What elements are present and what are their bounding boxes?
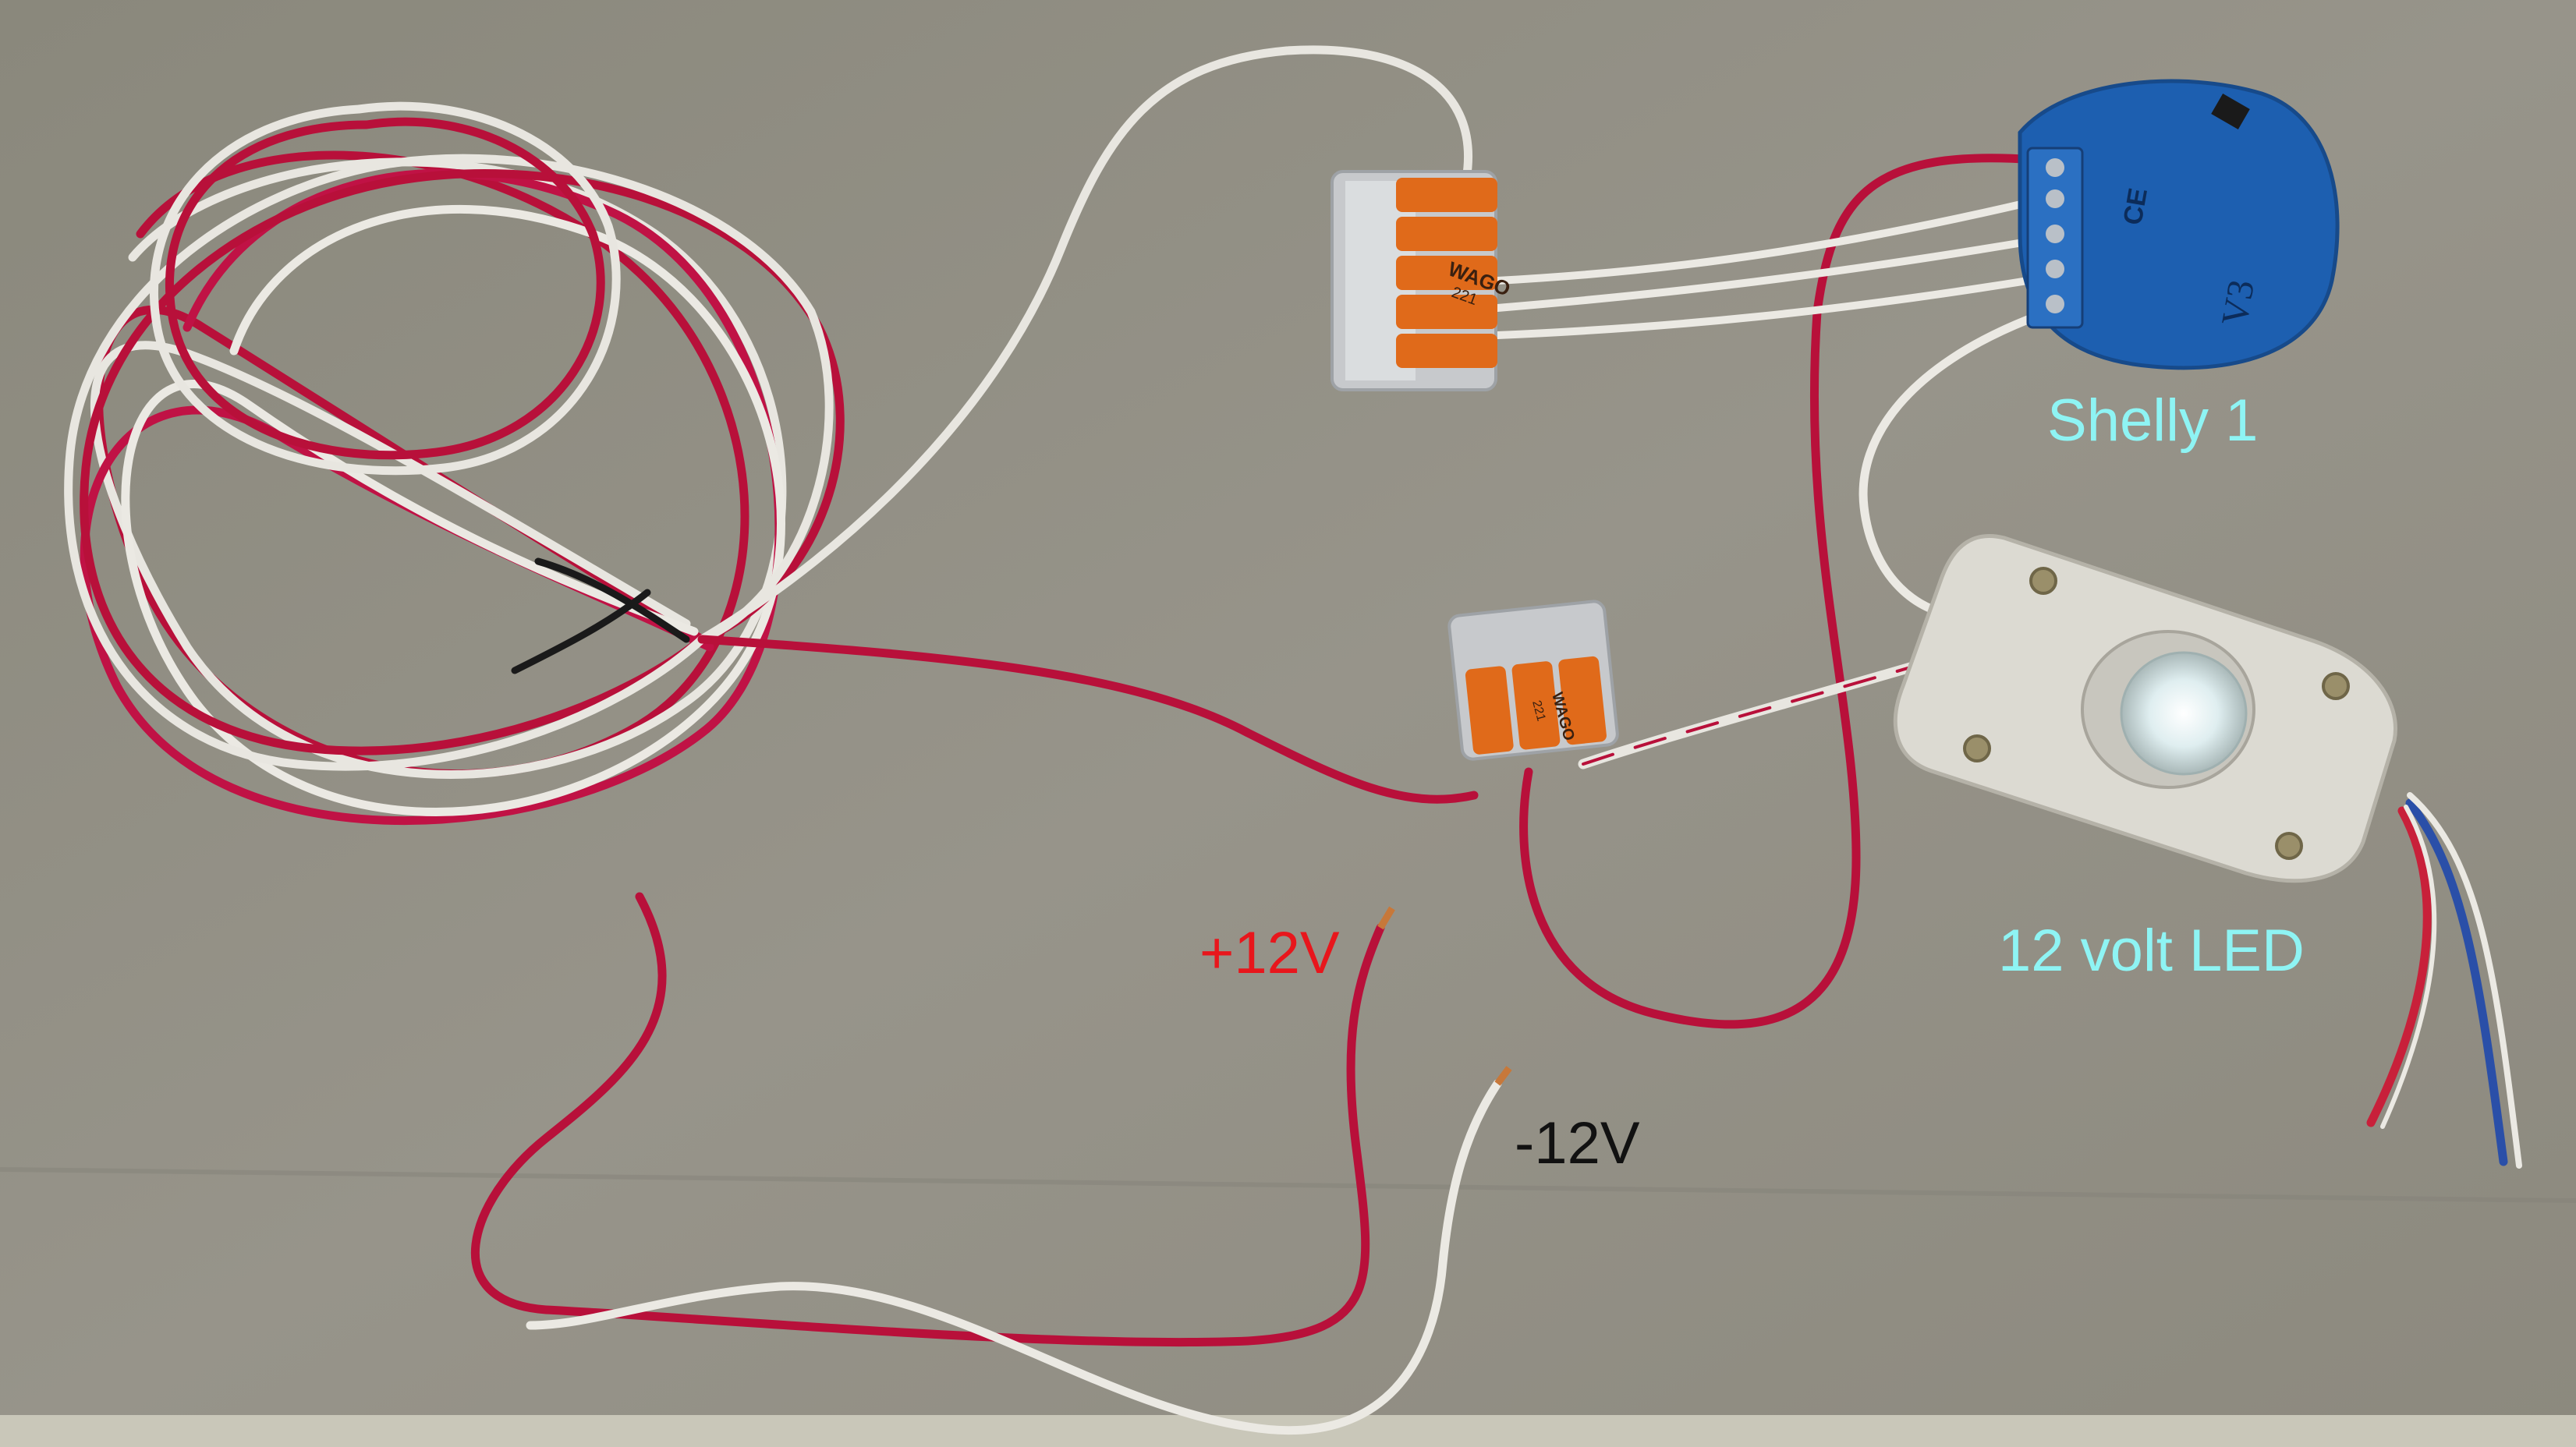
minus-12v-label: -12V bbox=[1515, 1110, 1640, 1176]
led-module bbox=[1893, 533, 2397, 883]
shelly-1-relay: CE V3 bbox=[2018, 79, 2340, 370]
shelly-version-mark: V3 bbox=[2214, 277, 2262, 329]
red-wire-to-mid-wago bbox=[697, 635, 1479, 804]
red-loop-wire bbox=[1519, 154, 2040, 1029]
minus-12v-white-wire bbox=[526, 1079, 1502, 1435]
minus-12v-copper-tip bbox=[1494, 1066, 1512, 1086]
plus-12v-label: +12V bbox=[1199, 920, 1340, 986]
plus-12v-copper-tip bbox=[1377, 906, 1395, 930]
wago-3-way-connector: WAGO 221 bbox=[1447, 600, 1619, 761]
led-tail-wires bbox=[2366, 792, 2522, 1169]
wago-to-shelly-wires bbox=[1494, 199, 2032, 339]
shelly-label: Shelly 1 bbox=[2047, 387, 2258, 454]
cardboard-crease bbox=[0, 1167, 2576, 1203]
plus-12v-red-wire bbox=[470, 892, 1385, 1347]
wago-mid-model: 221 bbox=[1529, 699, 1547, 723]
coiled-cable-bundle bbox=[64, 101, 845, 826]
wago-5-way-connector: WAGO 221 bbox=[1331, 170, 1514, 391]
white-wire-to-top-wago bbox=[697, 45, 1472, 644]
shelly-ce-mark: CE bbox=[2117, 186, 2153, 227]
led-label: 12 volt LED bbox=[1998, 918, 2305, 984]
led-lead-stripe bbox=[1582, 661, 1928, 766]
led-lens bbox=[2120, 651, 2248, 776]
shelly-to-led-wire bbox=[1858, 315, 2032, 621]
